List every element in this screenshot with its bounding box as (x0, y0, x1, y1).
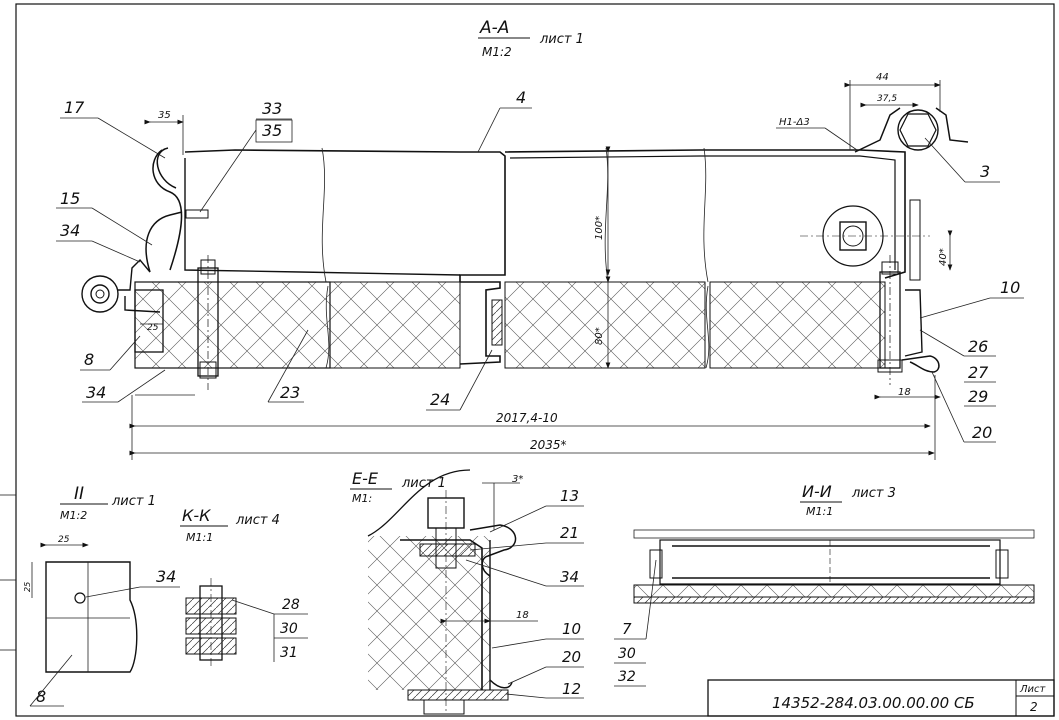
svg-text:Н1-Δ3: Н1-Δ3 (779, 117, 810, 128)
svg-text:28: 28 (282, 597, 300, 613)
callout-20: 20 (931, 371, 996, 443)
callout-8: 8 (80, 335, 141, 371)
svg-text:32: 32 (618, 669, 636, 685)
svg-text:10: 10 (562, 620, 581, 638)
svg-text:8: 8 (84, 350, 94, 369)
svg-text:13: 13 (560, 487, 579, 505)
svg-text:27: 27 (968, 363, 989, 382)
svg-text:лист 4: лист 4 (235, 513, 280, 528)
svg-text:18: 18 (516, 610, 529, 621)
svg-text:М1:: М1: (352, 492, 372, 505)
callout-26-27-29: 26 27 29 (919, 329, 996, 407)
svg-text:3*: 3* (512, 474, 523, 485)
callout-10: 10 (919, 278, 1024, 319)
section-aa-view (81, 107, 969, 390)
svg-text:35: 35 (158, 110, 171, 121)
svg-text:3: 3 (980, 162, 990, 181)
svg-text:37,5: 37,5 (877, 94, 897, 104)
svg-text:М1:2: М1:2 (482, 45, 512, 59)
callout-17: 17 (60, 98, 166, 159)
callout-15: 15 (56, 189, 153, 246)
svg-text:33: 33 (262, 99, 282, 118)
svg-text:М1:1: М1:1 (806, 505, 833, 518)
svg-text:II: II (74, 484, 84, 504)
title-block: 14352-284.03.00.00.00 СБ Лист 2 (707, 679, 1055, 717)
sheet-label: Лист (1019, 684, 1047, 695)
svg-text:М1:1: М1:1 (186, 531, 213, 544)
svg-text:26: 26 (968, 337, 988, 356)
svg-text:34: 34 (560, 568, 579, 586)
svg-text:К-К: К-К (182, 506, 211, 525)
svg-text:20: 20 (972, 423, 992, 442)
svg-text:лист 3: лист 3 (851, 486, 896, 501)
section-ui: И-И М1:1 лист 3 7 30 32 (614, 482, 1035, 687)
svg-text:2017,4-10: 2017,4-10 (496, 411, 558, 425)
svg-text:И-И: И-И (802, 482, 832, 501)
svg-text:35: 35 (262, 121, 282, 140)
svg-text:31: 31 (280, 645, 298, 661)
svg-text:18: 18 (898, 387, 911, 398)
svg-text:30: 30 (618, 646, 636, 662)
svg-text:12: 12 (562, 680, 581, 698)
svg-text:лист 1: лист 1 (111, 494, 156, 509)
svg-text:30: 30 (280, 621, 298, 637)
svg-text:лист 1: лист 1 (539, 32, 584, 47)
svg-text:2035*: 2035* (530, 438, 567, 452)
drawing-frame (0, 3, 1055, 717)
detail-kk: К-К М1:1 лист 4 28 30 31 (180, 506, 308, 668)
svg-text:34: 34 (86, 383, 106, 402)
svg-text:Е-Е: Е-Е (352, 469, 379, 488)
svg-text:4: 4 (516, 88, 526, 107)
svg-text:24: 24 (430, 390, 450, 409)
svg-text:А-А: А-А (479, 18, 509, 38)
svg-text:лист 1: лист 1 (401, 476, 446, 491)
svg-text:15: 15 (60, 189, 80, 208)
svg-text:40*: 40* (938, 248, 949, 266)
svg-text:25: 25 (147, 323, 159, 333)
svg-text:10: 10 (1000, 278, 1020, 297)
svg-text:25: 25 (58, 535, 70, 545)
svg-text:21: 21 (560, 524, 579, 542)
callout-24: 24 (426, 349, 493, 411)
svg-text:25: 25 (23, 582, 32, 592)
detail-ii: II М1:2 лист 1 25 25 34 8 (23, 484, 180, 707)
svg-text:7: 7 (622, 620, 632, 638)
svg-text:23: 23 (280, 383, 300, 402)
svg-text:80*: 80* (594, 327, 605, 345)
document-number: 14352-284.03.00.00.00 СБ (772, 694, 975, 712)
svg-text:34: 34 (156, 567, 176, 586)
svg-text:100*: 100* (594, 216, 605, 240)
section-ee: Е-Е М1: лист 1 3* 18 13 21 34 10 20 12 (350, 469, 584, 715)
callout-4: 4 (477, 88, 532, 153)
svg-text:44: 44 (876, 72, 889, 83)
svg-text:8: 8 (36, 687, 46, 706)
svg-text:М1:2: М1:2 (60, 509, 87, 522)
svg-text:34: 34 (60, 221, 80, 240)
callout-3: 3 (924, 137, 1000, 183)
callout-23: 23 (267, 329, 309, 403)
svg-text:17: 17 (64, 98, 85, 117)
callout-34-top: 34 (56, 221, 141, 263)
section-aa-dimensions: 35 44 37,5 Н1-Δ3 100* 80* 40* 25 18 2017… (129, 72, 949, 460)
callout-34-bottom: 34 (82, 369, 166, 403)
sheet-number: 2 (1030, 700, 1038, 714)
svg-text:20: 20 (562, 648, 581, 666)
svg-text:29: 29 (968, 387, 988, 406)
section-aa-title: А-А М1:2 лист 1 (478, 18, 584, 59)
